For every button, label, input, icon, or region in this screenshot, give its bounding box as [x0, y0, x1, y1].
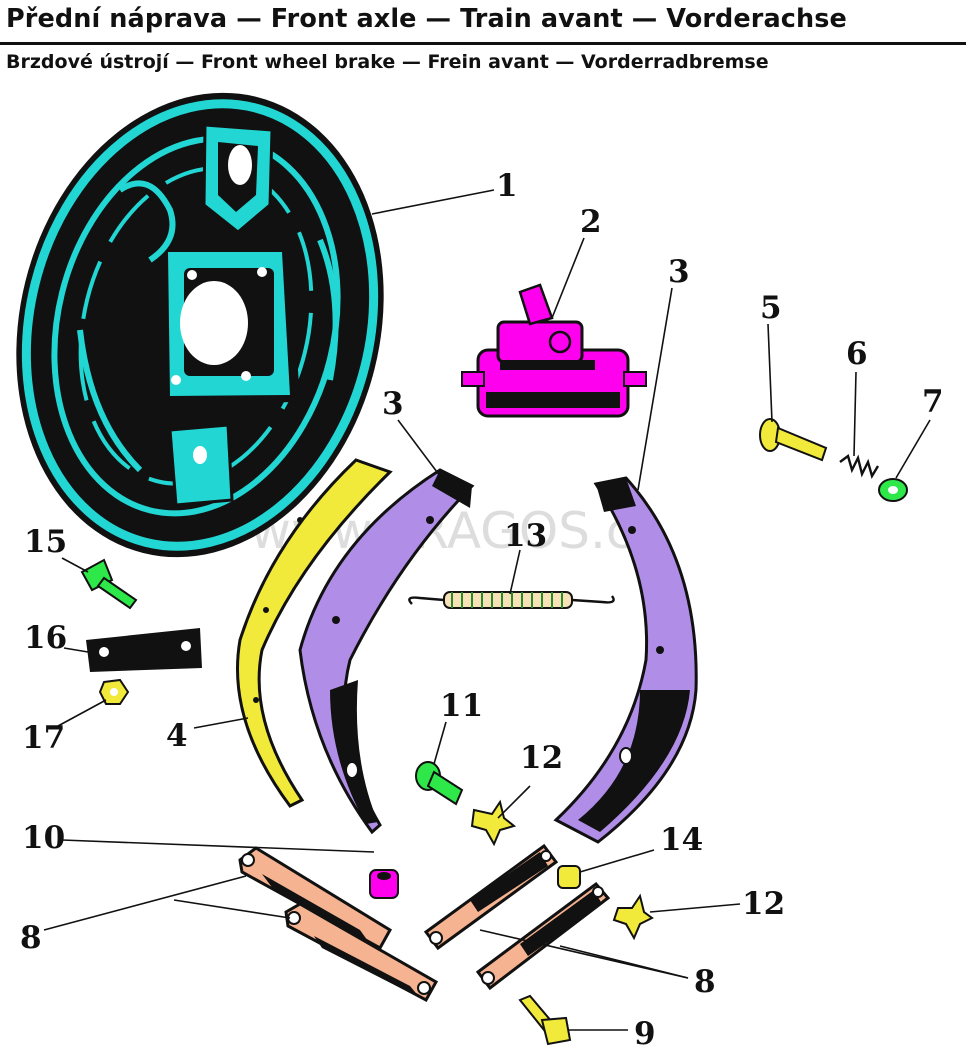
label-4: 4: [166, 718, 188, 754]
plate-16: [86, 628, 202, 672]
label-17: 17: [22, 720, 65, 756]
screw-15: [80, 558, 138, 610]
label-16: 16: [24, 620, 67, 656]
leader-lines: [43, 189, 931, 1031]
label-14: 14: [660, 822, 703, 858]
label-10: 10: [22, 820, 65, 856]
washer: [878, 478, 908, 502]
small-spring: [839, 453, 880, 479]
title-rule: [0, 42, 966, 45]
label-6: 6: [846, 336, 868, 372]
bushing-14: [557, 865, 581, 889]
bolt-11: [415, 761, 464, 806]
brake-shoe-right: [553, 476, 698, 844]
wheel-cylinder: [461, 283, 647, 418]
label-12-upper: 12: [520, 740, 563, 776]
lever-right-lower: [475, 881, 611, 991]
label-11: 11: [440, 688, 483, 724]
pin-9: [518, 994, 572, 1046]
brake-shoe-left: [298, 468, 475, 835]
label-9: 9: [634, 1016, 656, 1052]
label-12-lower: 12: [742, 886, 785, 922]
label-2: 2: [580, 204, 602, 240]
lever-left-lower: [284, 902, 439, 1003]
label-8-left: 8: [20, 920, 42, 956]
lever-right-upper: [423, 843, 559, 951]
backing-plate: [16, 92, 384, 558]
label-1: 1: [496, 168, 518, 204]
label-8-right: 8: [694, 964, 716, 1000]
star-washer-lower: [612, 893, 654, 941]
label-5: 5: [760, 290, 782, 326]
label-7: 7: [922, 384, 944, 420]
page-title: Přední náprava — Front axle — Train avan…: [6, 4, 847, 34]
page-subtitle: Brzdové ústrojí — Front wheel brake — Fr…: [6, 51, 769, 73]
star-washer-upper: [470, 799, 517, 847]
label-13: 13: [504, 518, 547, 554]
label-3-right: 3: [668, 254, 690, 290]
lever-left-upper: [238, 846, 393, 951]
adjusting-bolt: [759, 418, 828, 462]
nut-17: [98, 678, 130, 705]
bushing-10: [369, 869, 399, 899]
label-15: 15: [24, 524, 67, 560]
label-3-left: 3: [382, 386, 404, 422]
brake-lining: [236, 458, 393, 808]
return-spring: [408, 591, 615, 609]
